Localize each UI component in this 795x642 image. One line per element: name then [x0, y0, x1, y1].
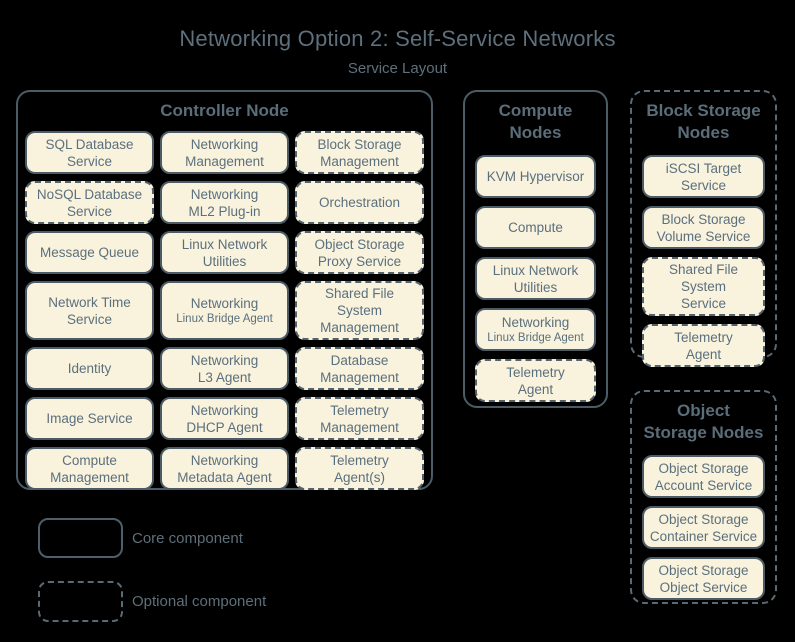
service-node: NoSQL Database Service	[25, 181, 154, 224]
service-node-label: Object Storage Proxy Service	[314, 236, 405, 269]
service-node-label: Compute Management	[50, 452, 129, 485]
service-node-label: SQL Database Service	[45, 136, 134, 169]
service-node: Object Storage Container Service	[642, 506, 765, 549]
service-node-label: Linux Network Utilities	[492, 262, 579, 295]
service-node: Image Service	[25, 397, 154, 440]
service-node-label: Networking ML2 Plug-in	[188, 186, 261, 219]
compute-nodes-title: Compute Nodes	[498, 101, 573, 142]
service-node: Networking ML2 Plug-in	[160, 181, 289, 224]
service-node: Object Storage Object Service	[642, 557, 765, 600]
service-node: Networking DHCP Agent	[160, 397, 289, 440]
service-node-label: Object Storage Account Service	[654, 460, 753, 493]
service-node: Telemetry Agent	[642, 324, 765, 367]
service-node-label: Networking Metadata Agent	[177, 452, 272, 485]
service-node-label: Networking	[190, 295, 259, 311]
service-node-label: Networking	[501, 314, 570, 330]
service-node: Networking L3 Agent	[160, 347, 289, 390]
service-node-label: Image Service	[46, 411, 133, 426]
diagram-title: Networking Option 2: Self-Service Networ…	[179, 26, 616, 51]
service-node-label: Object Storage Object Service	[658, 562, 749, 595]
service-node-label: Block Storage Volume Service	[656, 211, 751, 244]
service-node-label: KVM Hypervisor	[486, 169, 585, 184]
service-node-label: Telemetry Agent	[506, 364, 565, 397]
service-node-label: Networking DHCP Agent	[186, 402, 263, 435]
core-component-label: Core component	[132, 529, 243, 547]
service-node: Orchestration	[295, 181, 424, 224]
object-storage-nodes-group: Object Storage Nodes Object Storage Acco…	[630, 390, 777, 604]
service-node: Shared File System Management	[295, 281, 424, 340]
service-node: Linux Network Utilities	[160, 231, 289, 274]
service-node-label: Networking Management	[185, 136, 264, 169]
service-node-label: Networking L3 Agent	[190, 352, 259, 385]
object-storage-nodes-title: Object Storage Nodes	[643, 401, 764, 442]
service-node-label: Block Storage Management	[317, 136, 402, 169]
service-node: Telemetry Management	[295, 397, 424, 440]
service-node-label: Network Time Service	[48, 294, 131, 327]
block-storage-nodes-group: Block Storage Nodes iSCSI Target Service…	[630, 90, 777, 367]
service-node-label: Compute	[508, 220, 563, 235]
service-node: Networking Metadata Agent	[160, 447, 289, 490]
service-node-label: Telemetry Management	[320, 402, 399, 435]
service-node: Database Management	[295, 347, 424, 390]
service-node: Telemetry Agent	[475, 359, 596, 402]
service-node: Compute Management	[25, 447, 154, 490]
service-node-sublabel: Linux Bridge Agent	[487, 331, 584, 344]
service-node: Message Queue	[25, 231, 154, 274]
service-node-label: NoSQL Database Service	[36, 186, 143, 219]
service-node: SQL Database Service	[25, 131, 154, 174]
service-node-label: Database Management	[320, 352, 399, 385]
service-node-label: Orchestration	[318, 195, 401, 210]
optional-component-label: Optional component	[132, 593, 267, 610]
service-node-label: Telemetry Agent	[674, 329, 733, 362]
service-node: Networking Management	[160, 131, 289, 174]
service-node-label: Shared File System Service	[668, 262, 739, 311]
service-node: Shared File System Service	[642, 257, 765, 316]
service-node: iSCSI Target Service	[642, 155, 765, 198]
service-node: Network Time Service	[25, 281, 154, 340]
service-node: Telemetry Agent(s)	[295, 447, 424, 490]
service-node-label: Message Queue	[39, 245, 140, 260]
service-node: Block Storage Management	[295, 131, 424, 174]
service-node-label: Object Storage Container Service	[649, 511, 758, 544]
service-node: Block Storage Volume Service	[642, 206, 765, 249]
service-node-sublabel: Linux Bridge Agent	[176, 312, 273, 325]
service-node: Object Storage Account Service	[642, 455, 765, 498]
diagram-subtitle: Service Layout	[347, 60, 448, 77]
controller-node-title: Controller Node	[160, 101, 289, 120]
service-node-label: iSCSI Target Service	[665, 160, 742, 193]
core-component-swatch	[38, 518, 123, 558]
legend-optional: Optional component	[38, 581, 266, 622]
optional-component-swatch	[38, 581, 123, 622]
block-storage-nodes-title: Block Storage Nodes	[646, 101, 761, 142]
controller-node-services: SQL Database Service Networking Managemen…	[18, 122, 431, 499]
service-node-label: Linux Network Utilities	[181, 236, 268, 269]
service-node: Linux Network Utilities	[475, 257, 596, 300]
service-node: Identity	[25, 347, 154, 390]
service-node: Compute	[475, 206, 596, 249]
service-node-label: Telemetry Agent(s)	[330, 452, 389, 485]
legend-core: Core component	[38, 518, 243, 558]
service-node: KVM Hypervisor	[475, 155, 596, 198]
service-node: Object Storage Proxy Service	[295, 231, 424, 274]
service-node-label: Shared File System Management	[320, 286, 399, 335]
service-node-label: Identity	[67, 361, 112, 376]
